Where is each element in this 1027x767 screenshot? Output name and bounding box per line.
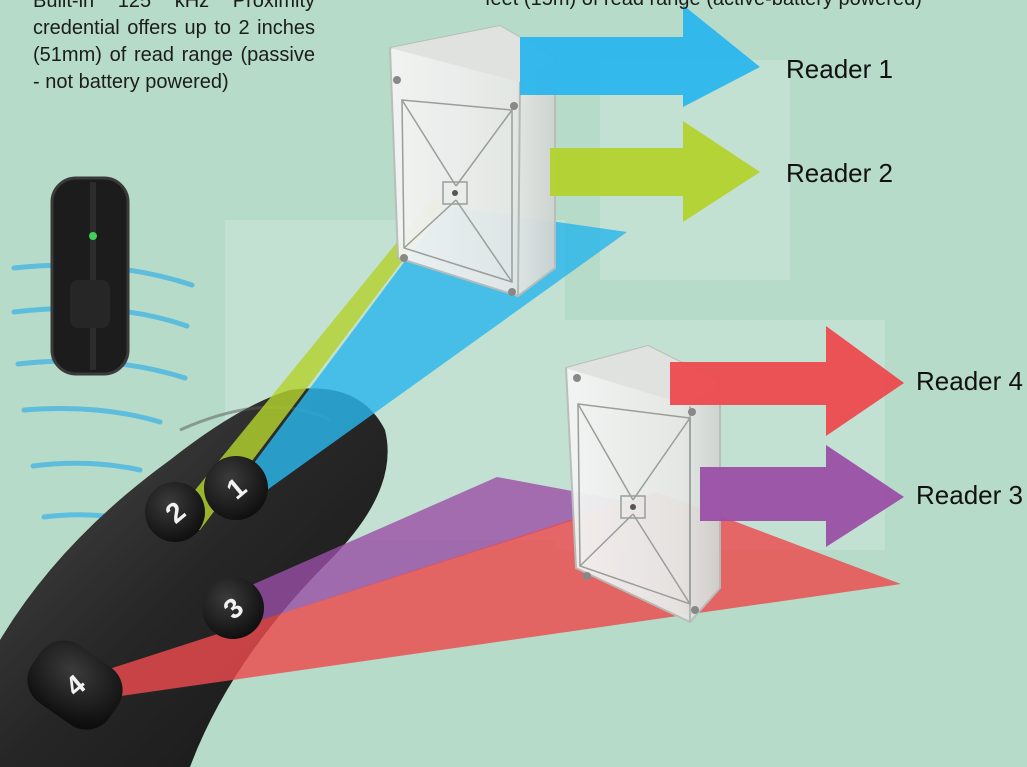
reader-4-label: Reader 4 (916, 366, 1023, 397)
reader-1-label: Reader 1 (786, 54, 893, 85)
remote-button-1: 1 (204, 456, 268, 520)
remote-button-3: 3 (202, 577, 264, 639)
remote-button-2: 2 (145, 482, 205, 542)
active-transmitter-caption: feet (15m) of read range (active-battery… (485, 0, 1025, 13)
proximity-credential (52, 178, 128, 374)
reader-2-label: Reader 2 (786, 158, 893, 189)
passive-credential-caption: Built-in 125 kHz Proximity credential of… (33, 0, 315, 96)
reader-3-label: Reader 3 (916, 480, 1023, 511)
